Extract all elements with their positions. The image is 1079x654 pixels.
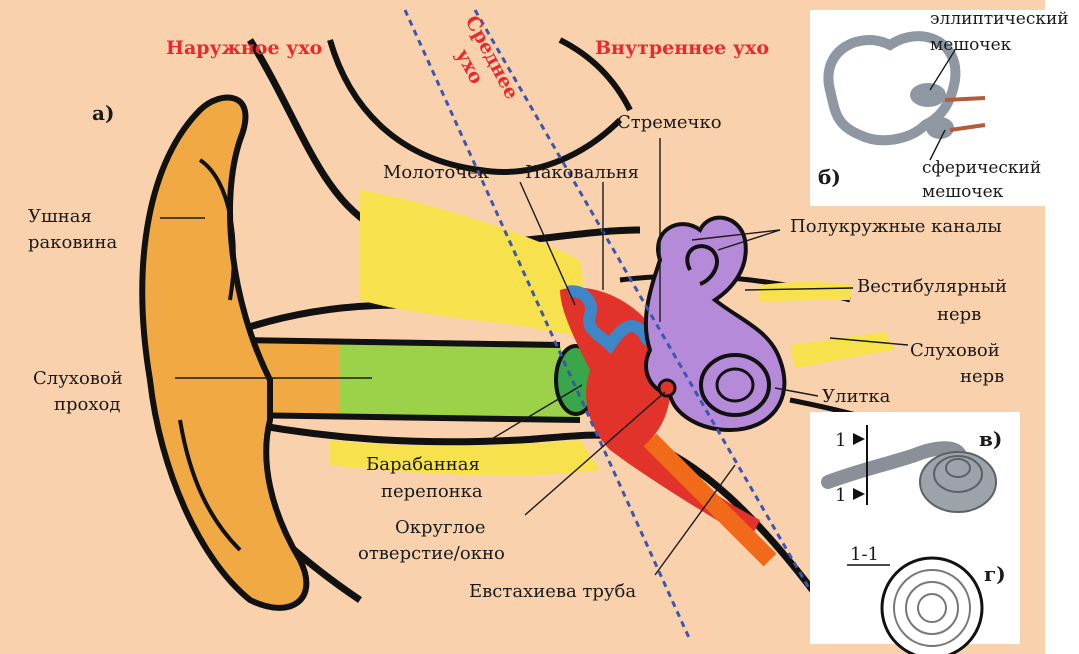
section-outer-ear: Наружное ухо bbox=[166, 37, 322, 59]
section-mark-top: 1 bbox=[835, 430, 846, 451]
label-canal-1: Слуховой bbox=[33, 368, 123, 389]
label-pinna-2: раковина bbox=[28, 232, 117, 253]
label-saccule-2: мешочек bbox=[922, 182, 1004, 202]
cochlea-3d bbox=[920, 452, 996, 512]
saccule-shape bbox=[926, 117, 954, 139]
label-canal-2: проход bbox=[54, 394, 120, 415]
label-utricle-1: эллиптический bbox=[930, 9, 1069, 29]
panel-letter-b: б) bbox=[818, 165, 841, 189]
label-eardrum-1: Барабанная bbox=[366, 454, 480, 475]
cross-section-circle bbox=[882, 558, 982, 654]
label-incus: Наковальня bbox=[525, 162, 639, 183]
section-inner-ear: Внутреннее ухо bbox=[595, 37, 769, 59]
label-auditory-1: Слуховой bbox=[910, 340, 1000, 361]
label-auditory-2: нерв bbox=[960, 366, 1004, 387]
round-window bbox=[659, 380, 675, 396]
utricle-shape bbox=[910, 83, 946, 107]
panel-letter-g: г) bbox=[984, 562, 1006, 586]
panel-letter-a: а) bbox=[92, 101, 114, 125]
label-round-window-2: отверстие/окно bbox=[358, 543, 505, 564]
label-stapes: Стремечко bbox=[617, 112, 722, 133]
label-cochlea: Улитка bbox=[822, 386, 891, 407]
label-eustachian: Евстахиева труба bbox=[469, 581, 636, 602]
section-mark-bottom: 1 bbox=[835, 485, 846, 506]
label-vestibular-1: Вестибулярный bbox=[857, 276, 1007, 297]
label-semicircular: Полукружные каналы bbox=[790, 216, 1002, 237]
panel-letter-v: в) bbox=[979, 427, 1002, 451]
label-round-window-1: Округлое bbox=[395, 517, 485, 538]
vestibular-nerve bbox=[760, 282, 852, 302]
label-pinna-1: Ушная bbox=[28, 206, 92, 227]
section-title: 1-1 bbox=[850, 544, 879, 565]
label-vestibular-2: нерв bbox=[937, 304, 981, 325]
label-saccule-1: сферический bbox=[922, 158, 1041, 178]
label-eardrum-2: перепонка bbox=[381, 481, 483, 502]
label-malleus: Молоточек bbox=[383, 162, 490, 183]
label-utricle-2: мешочек bbox=[930, 35, 1012, 55]
